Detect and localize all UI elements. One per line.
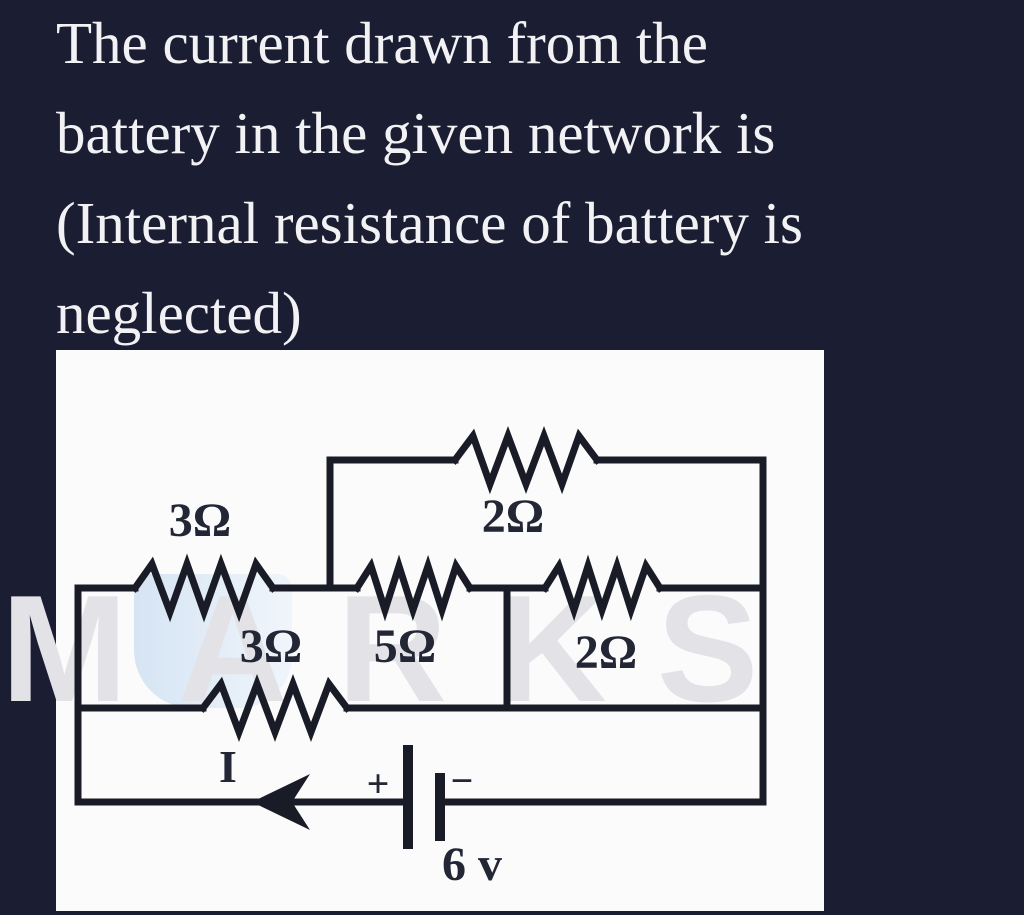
- label-resistor-middle: 5Ω: [374, 620, 436, 673]
- label-resistor-right: 2Ω: [575, 626, 637, 679]
- resistor-left-bottom-3ohm: [198, 674, 352, 742]
- label-battery-plus: +: [367, 761, 390, 806]
- circuit-diagram-panel: MARKS: [1, 350, 824, 911]
- resistor-left-top-3ohm: [130, 553, 278, 623]
- question-line-3: (Internal resistance of battery is: [56, 190, 804, 256]
- resistor-middle-5ohm: [352, 554, 475, 622]
- label-resistor-left-bottom: 3Ω: [240, 620, 302, 673]
- label-battery-minus: −: [451, 758, 474, 803]
- resistor-top-2ohm: [450, 426, 602, 495]
- resistor-right-2ohm: [540, 554, 665, 622]
- question-line-2: battery in the given network is: [56, 100, 776, 166]
- circuit-diagram: 3Ω 2Ω 3Ω 5Ω 2Ω I + − 6 v: [74, 426, 767, 891]
- label-resistor-top: 2Ω: [482, 490, 544, 543]
- current-arrow-icon: [252, 774, 310, 830]
- question-line-4: neglected): [56, 280, 302, 346]
- label-current: I: [219, 741, 237, 792]
- label-resistor-left-top: 3Ω: [169, 494, 231, 547]
- label-battery-voltage: 6 v: [442, 838, 502, 891]
- question-text: The current drawn from the battery in th…: [56, 0, 1016, 358]
- question-line-1: The current drawn from the: [56, 10, 708, 76]
